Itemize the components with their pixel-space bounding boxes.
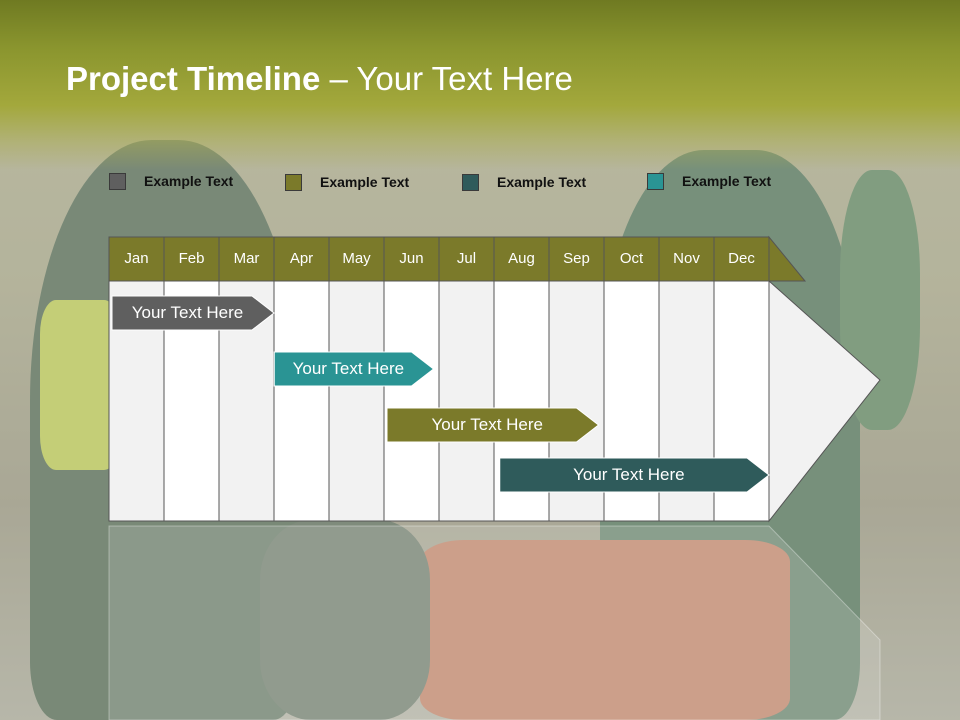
background-stretcher [420, 540, 790, 720]
month-label-jan: Jan [124, 250, 149, 267]
task-bar-label-2: Your Text Here [292, 359, 405, 378]
legend-label: Example Text [682, 173, 772, 189]
month-label-feb: Feb [178, 250, 205, 267]
month-column-jun [383, 280, 440, 522]
timeline-arrow-tip [768, 279, 881, 523]
month-header-cell-may [328, 236, 385, 282]
month-label-mar: Mar [233, 250, 260, 267]
legend-item-dark-teal: Example Text [462, 172, 586, 192]
month-label-dec: Dec [728, 250, 755, 267]
month-header-cell-jul [438, 236, 495, 282]
legend-item-teal: Example Text [647, 171, 771, 191]
month-column-apr [273, 280, 330, 522]
month-header-cell-feb [163, 236, 220, 282]
page-title-bold: Project Timeline [66, 60, 321, 97]
task-bar-3 [386, 407, 600, 443]
legend-label: Example Text [144, 173, 234, 189]
month-label-nov: Nov [673, 250, 700, 267]
legend-item-olive: Example Text [285, 172, 409, 192]
background-center-figure [260, 520, 430, 720]
month-header-cell-jun [383, 236, 440, 282]
month-label-may: May [342, 250, 371, 267]
timeline-header-tip [768, 235, 807, 282]
timeline-grid-border [108, 236, 770, 522]
page-title-rest: – Your Text Here [320, 60, 573, 97]
task-bar-label-4: Your Text Here [573, 465, 685, 484]
task-bar-label-1: Your Text Here [131, 303, 244, 322]
month-label-apr: Apr [289, 250, 314, 267]
legend-label: Example Text [320, 174, 410, 190]
month-header-cell-aug [493, 236, 550, 282]
legend-swatch-dark-teal [462, 173, 479, 191]
legend-swatch-gray [109, 172, 126, 190]
month-label-sep: Sep [563, 250, 590, 267]
page-title: Project Timeline – Your Text Here [66, 60, 573, 98]
month-header-cell-jan [108, 236, 165, 282]
timeline-reflection [108, 525, 881, 720]
background-vest-left [40, 300, 120, 470]
task-bar-2 [273, 351, 435, 387]
month-column-may [328, 280, 385, 522]
month-label-aug: Aug [508, 250, 535, 267]
task-bar-label-3: Your Text Here [431, 415, 543, 434]
month-column-jul [438, 280, 495, 522]
month-header-cell-sep [548, 236, 605, 282]
month-label-jul: Jul [456, 250, 477, 267]
month-header-cell-nov [658, 236, 715, 282]
legend-item-gray: Example Text [109, 171, 233, 191]
legend-label: Example Text [497, 174, 587, 190]
month-label-jun: Jun [399, 250, 424, 267]
legend-swatch-teal [647, 172, 664, 190]
task-bar-4 [499, 457, 770, 493]
task-bar-1 [111, 295, 275, 331]
month-label-oct: Oct [619, 250, 644, 267]
title-band [0, 0, 960, 170]
month-header-cell-mar [218, 236, 275, 282]
legend-swatch-olive [285, 173, 302, 191]
